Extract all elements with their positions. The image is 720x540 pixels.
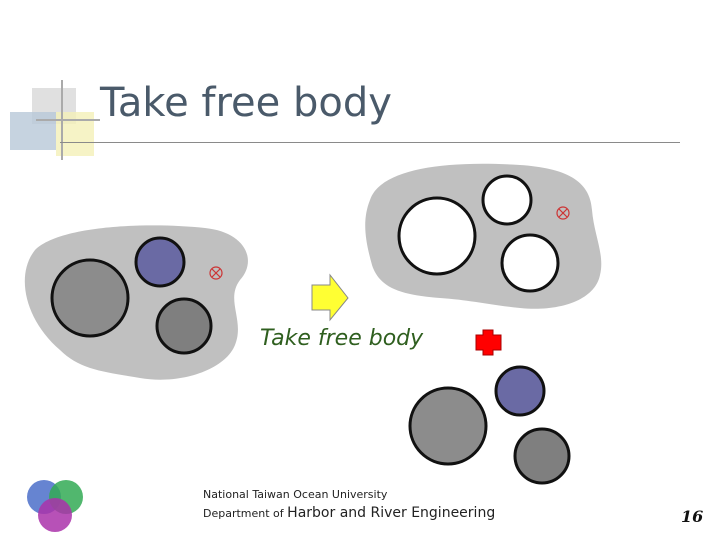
page-number: 16 — [681, 507, 704, 526]
hole-medium — [500, 233, 560, 293]
observation-point-icon — [209, 266, 223, 280]
footer-department: Department of Harbor and River Engineeri… — [203, 505, 495, 521]
hole-small-top — [481, 174, 533, 226]
footer-university: National Taiwan Ocean University — [203, 488, 388, 501]
observation-point-icon — [556, 206, 570, 220]
circle-large-dark-left — [50, 258, 130, 338]
circle-large-dark-right — [408, 386, 488, 466]
slide-title: Take free body — [100, 80, 392, 126]
diagram-caption: Take free body — [260, 326, 424, 351]
footer-department-prefix: Department of — [203, 507, 284, 520]
right-arrow-icon — [311, 273, 349, 322]
title-divider — [60, 142, 680, 143]
hole-large — [397, 196, 477, 276]
footer-department-name: Harbor and River Engineering — [287, 505, 496, 521]
logo-badge — [27, 480, 83, 532]
circle-gray-left — [155, 297, 213, 355]
circle-purple-right — [494, 365, 546, 417]
circle-gray-right — [513, 427, 571, 485]
circle-purple-left — [134, 236, 186, 288]
red-cross-icon — [475, 329, 502, 356]
